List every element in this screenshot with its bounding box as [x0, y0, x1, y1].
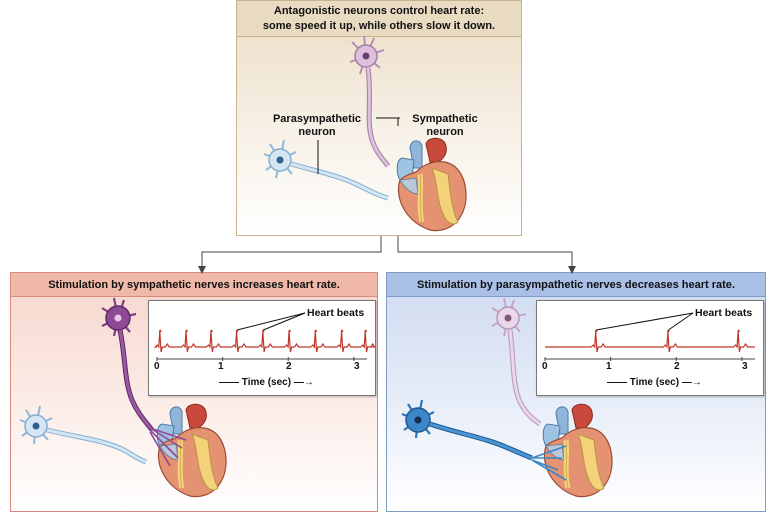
sympathetic-tick-2: 2 [286, 361, 292, 372]
parasympathetic-time-label-text: Time (sec) [629, 377, 680, 388]
parasympathetic-tick-3: 3 [742, 361, 748, 372]
sympathetic-tick-1: 1 [218, 361, 224, 372]
right-nerve-fibers [531, 445, 567, 481]
sympathetic-beat-0 [159, 329, 162, 333]
connector-left-arrow [198, 236, 382, 274]
sympathetic-ecg-plot [153, 312, 375, 361]
parasympathetic-ecg-chart: Heart beats 0 1 2 3 —— Time (sec) —→ [536, 300, 764, 396]
sympathetic-time-label-text: Time (sec) [241, 377, 292, 388]
parasympathetic-time-axis-label: —— Time (sec) —→ [607, 377, 702, 388]
parasympathetic-neuron-label: Parasympathetic neuron [262, 113, 372, 139]
sympathetic-label-line2: neuron [426, 126, 464, 138]
parasympathetic-heart-beats-pointer-1 [668, 312, 694, 331]
left-heart [157, 404, 226, 496]
parasympathetic-heart-beats-pointer-0 [596, 312, 694, 331]
parasympathetic-tick-1: 1 [606, 361, 612, 372]
sympathetic-beat-7 [340, 329, 344, 333]
top-title: Antagonistic neurons control heart rate:… [237, 1, 521, 37]
parasympathetic-tick-2: 2 [674, 361, 680, 372]
sympathetic-ecg-trace [153, 330, 375, 353]
sympathetic-tick-0: 0 [154, 361, 160, 372]
parasympathetic-label-line2: neuron [298, 126, 336, 138]
sympathetic-beat-6 [314, 329, 318, 333]
top-title-line1: Antagonistic neurons control heart rate: [273, 5, 485, 17]
sympathetic-beat-4 [262, 329, 265, 333]
right-sympathetic-neuron [491, 297, 542, 427]
connector-right-arrow [397, 236, 576, 274]
sympathetic-ecg-chart: Heart beats 0 1 2 3 —— Time (sec) —→ [148, 300, 376, 396]
top-sympathetic-neuron [349, 35, 390, 168]
sympathetic-heart-beats-label: Heart beats [307, 307, 365, 319]
parasympathetic-ecg-plot [544, 312, 755, 361]
sympathetic-beat-8 [364, 329, 367, 333]
sympathetic-heart-beats-pointer-1 [263, 312, 306, 331]
parasympathetic-heart-beats-label: Heart beats [695, 307, 753, 319]
sympathetic-panel-title: Stimulation by sympathetic nerves increa… [11, 273, 377, 297]
sympathetic-time-axis-label: —— Time (sec) —→ [219, 377, 314, 388]
right-parasympathetic-neuron [401, 399, 533, 461]
parasympathetic-beat-1 [667, 329, 670, 333]
left-nerve-fibers [149, 427, 187, 467]
sympathetic-heart-beats-pointer-0 [236, 312, 306, 331]
parasympathetic-beat-2 [737, 329, 740, 333]
top-title-line2: some speed it up, while others slow it d… [262, 20, 496, 32]
sympathetic-beat-2 [210, 329, 213, 333]
sympathetic-beat-3 [235, 329, 239, 333]
left-sympathetic-neuron [101, 297, 154, 432]
sympathetic-beat-1 [185, 329, 188, 333]
sympathetic-beat-5 [288, 329, 291, 333]
parasympathetic-ecg-trace [545, 330, 755, 353]
sympathetic-tick-3: 3 [354, 361, 360, 372]
left-parasympathetic-neuron [19, 405, 147, 465]
sympathetic-neuron-label: Sympathetic neuron [400, 113, 490, 139]
top-heart [397, 138, 466, 230]
top-parasympathetic-neuron [263, 139, 389, 201]
parasympathetic-panel-title: Stimulation by parasympathetic nerves de… [387, 273, 765, 297]
parasympathetic-label-line1: Parasympathetic [272, 113, 362, 125]
parasympathetic-tick-0: 0 [542, 361, 548, 372]
sympathetic-label-line1: Sympathetic [412, 113, 478, 125]
